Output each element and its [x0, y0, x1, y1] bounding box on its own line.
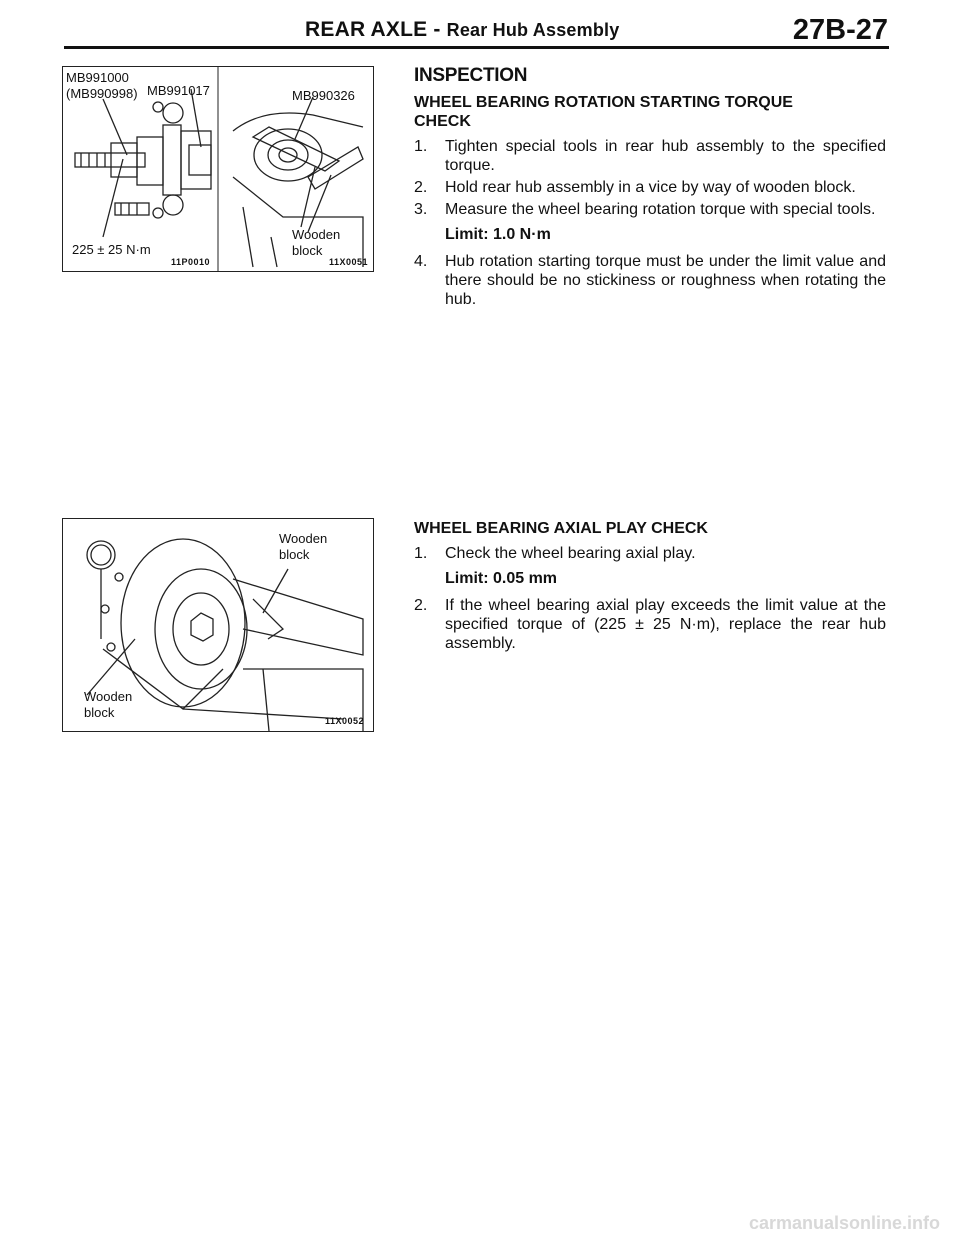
step-number: 1. [414, 545, 428, 562]
figure-hub-torque-tools: MB991000 (MB990998) MB991017 MB990326 22… [62, 66, 374, 272]
limit-axial-play: Limit: 0.05 mm [445, 570, 558, 587]
figure-code-right: 11X0051 [329, 257, 369, 267]
rotation-torque-heading: WHEEL BEARING ROTATION STARTING TORQUE C… [414, 93, 886, 131]
page-header-title: REAR AXLE - Rear Hub Assembly [305, 18, 619, 42]
step-text: Tighten special tools in rear hub assemb… [445, 138, 886, 174]
step-number: 1. [414, 138, 428, 155]
step-number: 3. [414, 201, 428, 218]
label-wooden-block-bottom-line2: block [84, 705, 115, 720]
label-wooden-block-bottom-line1: Wooden [84, 689, 133, 704]
label-torque: 225 ± 25 N·m [72, 242, 151, 257]
axial-step-1: 1. Check the wheel bearing axial play. [414, 544, 886, 563]
step-text: Hold rear hub assembly in a vice by way … [445, 179, 856, 196]
axial-play-heading: WHEEL BEARING AXIAL PLAY CHECK [414, 520, 708, 537]
label-wooden-block-top-line2: block [279, 547, 310, 562]
rotation-torque-heading-line2: CHECK [414, 113, 471, 130]
hub-tool-illustration [74, 67, 364, 271]
step-4: 4. Hub rotation starting torque must be u… [414, 252, 886, 309]
figure-axial-play-check: Wooden block Wooden block 11X0052 [62, 518, 374, 732]
step-number: 4. [414, 253, 428, 270]
inspection-section: INSPECTION WHEEL BEARING ROTATION STARTI… [414, 66, 886, 312]
axial-play-section: WHEEL BEARING AXIAL PLAY CHECK 1. Check t… [414, 519, 886, 656]
section-subtitle: Rear Hub Assembly [446, 20, 620, 40]
figure-code-left: 11P0010 [171, 257, 211, 267]
watermark: carmanualsonline.info [748, 1213, 940, 1233]
rotation-torque-heading-line1: WHEEL BEARING ROTATION STARTING TORQUE [414, 94, 793, 111]
label-mb990326: MB990326 [292, 88, 355, 103]
axial-play-illustration [86, 538, 364, 731]
step-text: Measure the wheel bearing rotation torqu… [445, 201, 876, 218]
step-number: 2. [414, 597, 428, 614]
step-text: If the wheel bearing axial play exceeds … [445, 597, 886, 652]
axial-step-2: 2. If the wheel bearing axial play exceed… [414, 596, 886, 653]
figure-code: 11X0052 [325, 716, 365, 726]
label-wooden-block-top-line1: Wooden [279, 531, 328, 546]
step-1: 1. Tighten special tools in rear hub asse… [414, 137, 886, 175]
inspection-heading: INSPECTION [414, 65, 528, 86]
label-wooden-block-line1: Wooden [292, 227, 341, 242]
label-wooden-block-line2: block [292, 243, 323, 258]
step-text: Hub rotation starting torque must be und… [445, 253, 886, 308]
step-text: Check the wheel bearing axial play. [445, 545, 696, 562]
label-mb991000: MB991000 [66, 70, 129, 85]
title-separator: - [427, 18, 447, 41]
step-2: 2. Hold rear hub assembly in a vice by wa… [414, 178, 886, 197]
label-mb991017: MB991017 [147, 83, 210, 98]
step-number: 2. [414, 179, 428, 196]
section-title: REAR AXLE [305, 18, 428, 41]
step-3: 3. Measure the wheel bearing rotation tor… [414, 200, 886, 219]
page-number: 27B-27 [792, 14, 888, 46]
header-rule [64, 46, 889, 49]
label-mb990998: (MB990998) [66, 86, 138, 101]
limit-torque: Limit: 1.0 N·m [445, 226, 551, 243]
